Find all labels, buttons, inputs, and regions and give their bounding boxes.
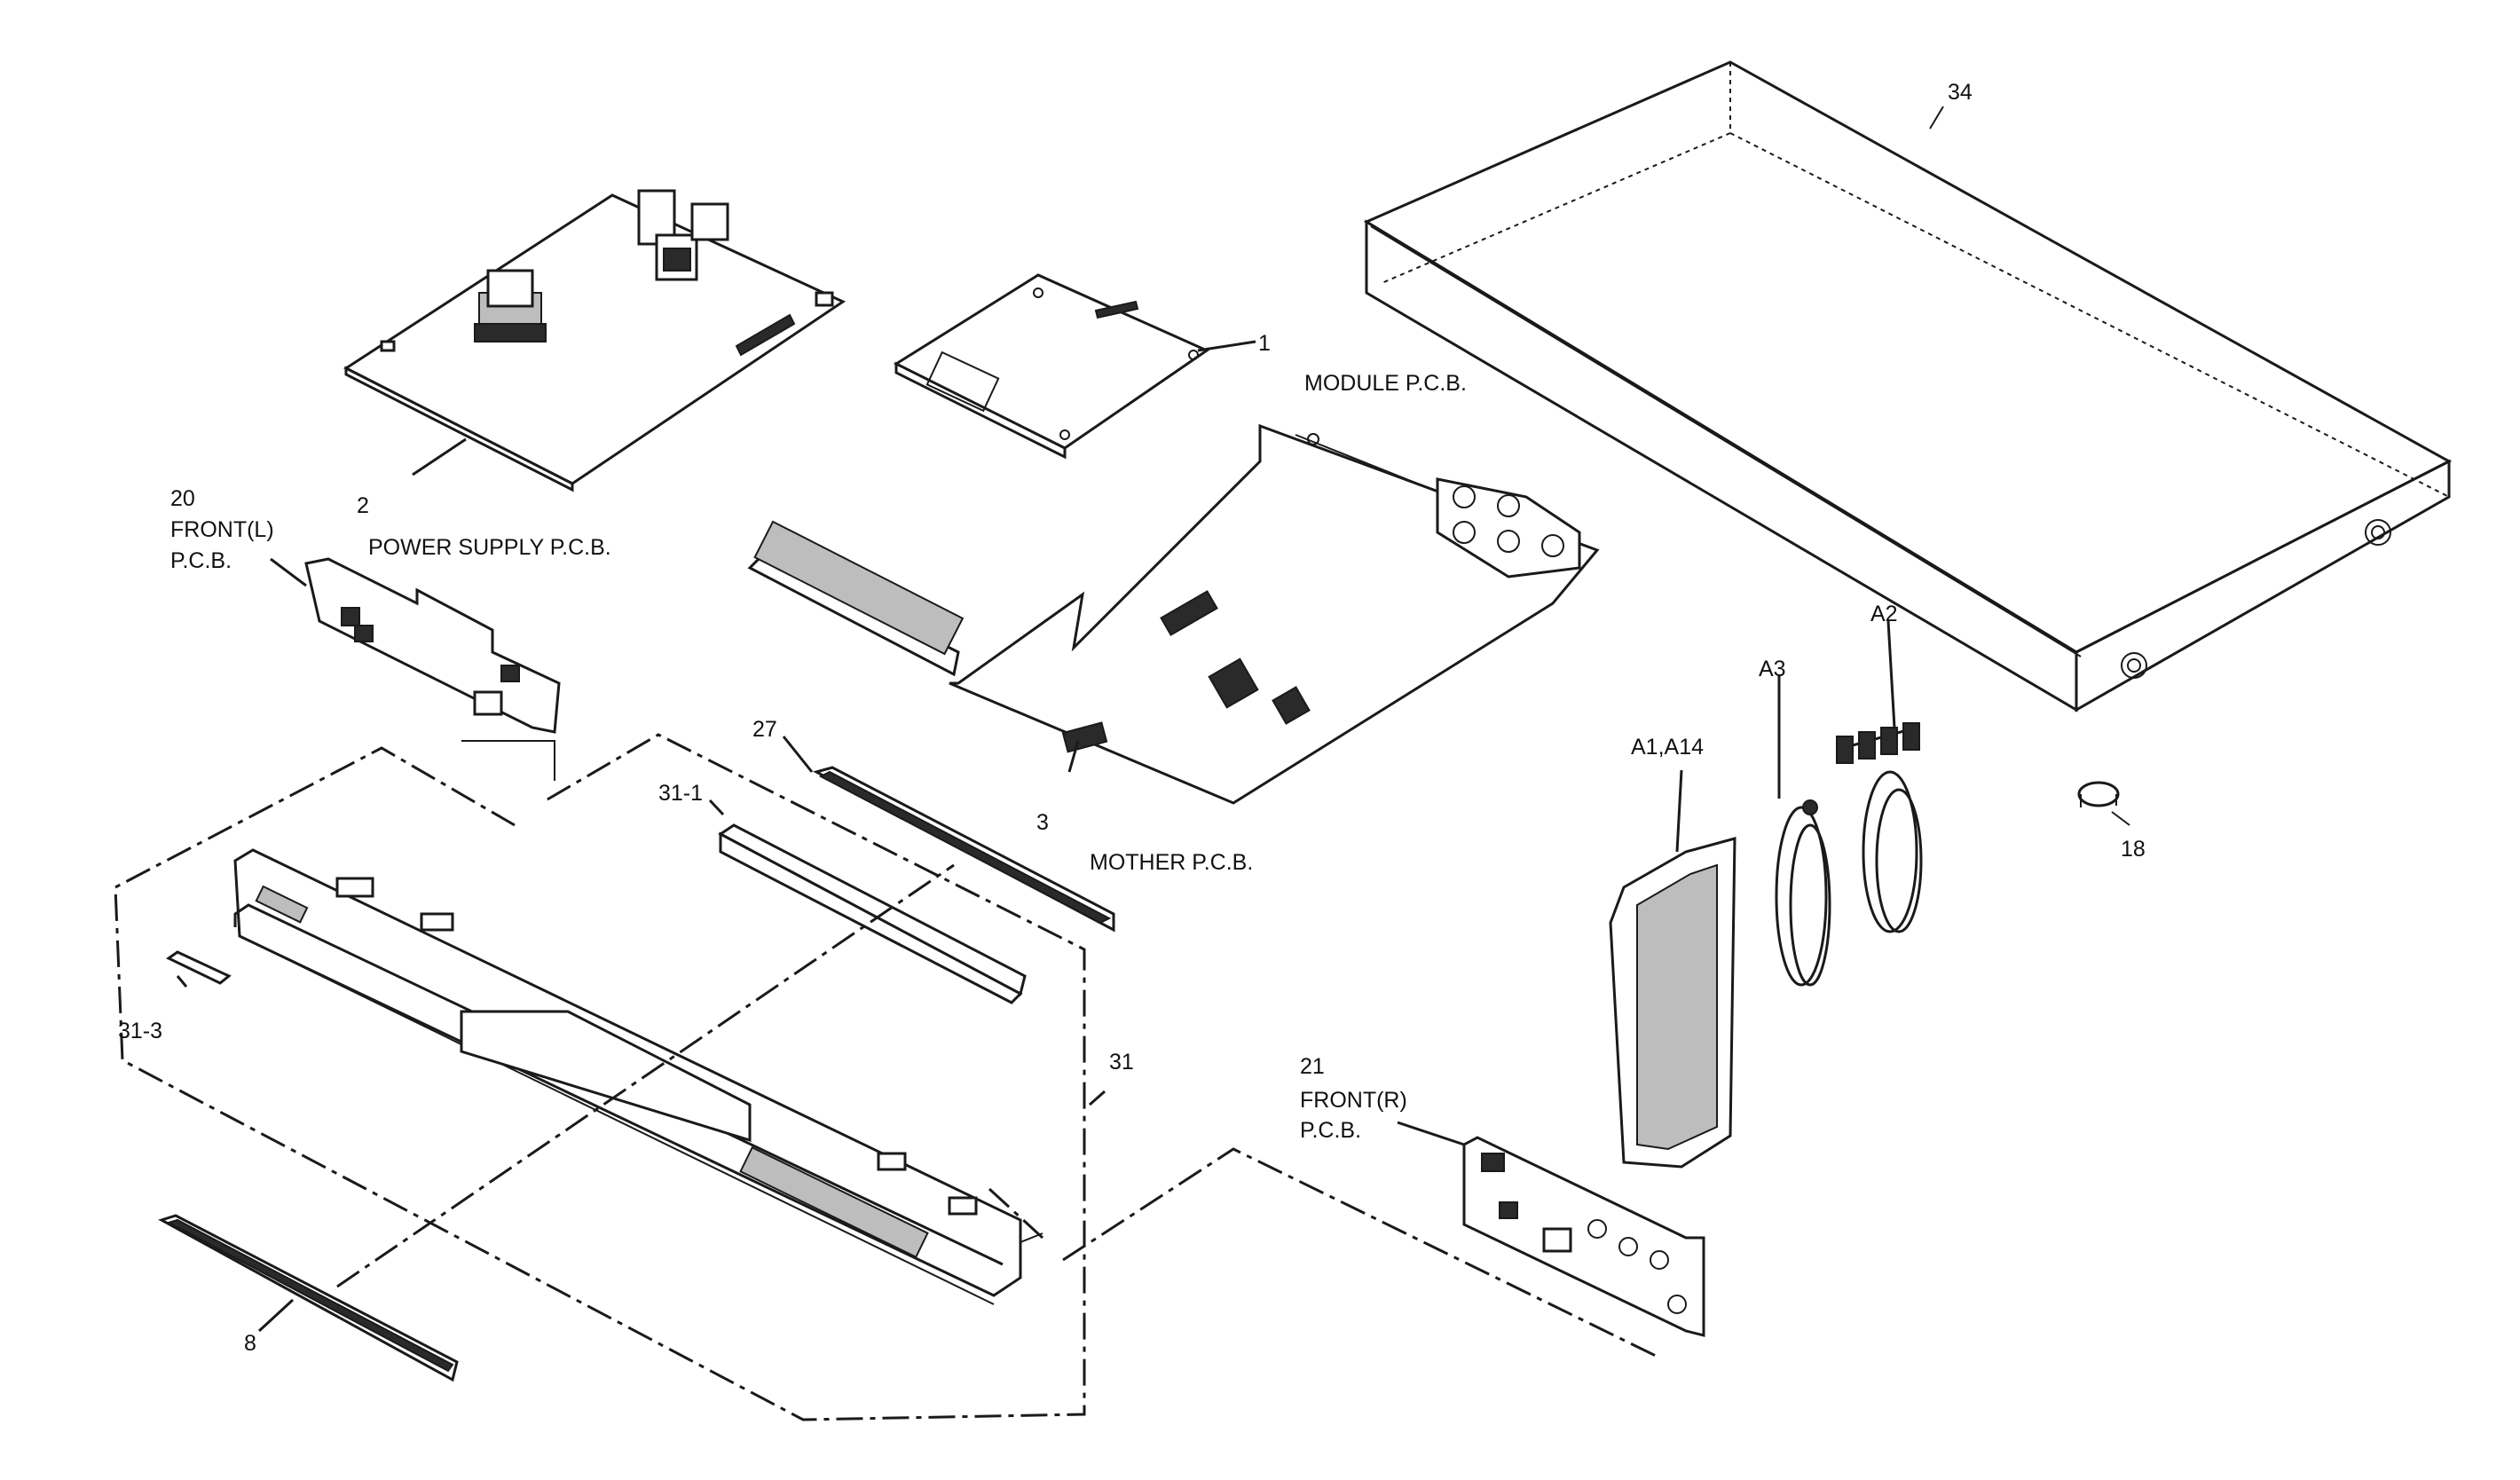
- callout-31-3: 31-3: [118, 1019, 162, 1043]
- cable-a2: [1836, 620, 1923, 933]
- callout-8: 8: [244, 1331, 256, 1356]
- callout-20: 20: [170, 486, 195, 511]
- power-supply-pcb: [343, 189, 847, 492]
- label-front-r-line1: FRONT(R): [1300, 1088, 1407, 1113]
- callout-34: 34: [1948, 80, 1973, 105]
- front-panel: [233, 848, 1106, 1305]
- callout-21: 21: [1300, 1054, 1325, 1079]
- label-power-supply-pcb: POWER SUPPLY P.C.B.: [368, 535, 611, 560]
- front-r-pcb: [1397, 1121, 1705, 1337]
- label-mother-pcb: MOTHER P.C.B.: [1090, 850, 1253, 875]
- callout-31: 31: [1109, 1050, 1134, 1075]
- callout-a3: A3: [1759, 657, 1786, 681]
- foot: [2077, 781, 2130, 826]
- callout-27: 27: [752, 717, 777, 742]
- front-panel-boundary: [114, 733, 1086, 1421]
- label-front-r-line2: P.C.B.: [1300, 1118, 1361, 1143]
- cable-a3: [1775, 674, 1831, 987]
- callout-1: 1: [1258, 331, 1271, 356]
- remote-control: [1609, 769, 1736, 1169]
- bar-8: [158, 1214, 459, 1382]
- callout-31-1: 31-1: [658, 781, 703, 806]
- window-31-1: [708, 799, 1027, 1004]
- label-front-l-line1: FRONT(L): [170, 517, 274, 542]
- window-27: [782, 736, 1115, 933]
- guide-line-3: [1062, 1147, 1660, 1359]
- callout-2: 2: [357, 493, 369, 518]
- mother-pcb: [747, 423, 1600, 805]
- callout-3: 3: [1036, 810, 1049, 835]
- label-front-l-line2: P.C.B.: [170, 548, 232, 573]
- callout-18: 18: [2121, 837, 2146, 862]
- callout-a1-a14: A1,A14: [1631, 735, 1704, 760]
- top-cover: [1363, 60, 2453, 712]
- module-pcb: [893, 273, 1256, 460]
- front-l-pcb: [270, 557, 561, 781]
- part-31-3: [166, 950, 232, 988]
- guide-line-2: [988, 1187, 1044, 1240]
- callout-a2: A2: [1870, 602, 1898, 626]
- guide-line-1: [336, 863, 955, 1288]
- label-module-pcb: MODULE P.C.B.: [1304, 371, 1467, 396]
